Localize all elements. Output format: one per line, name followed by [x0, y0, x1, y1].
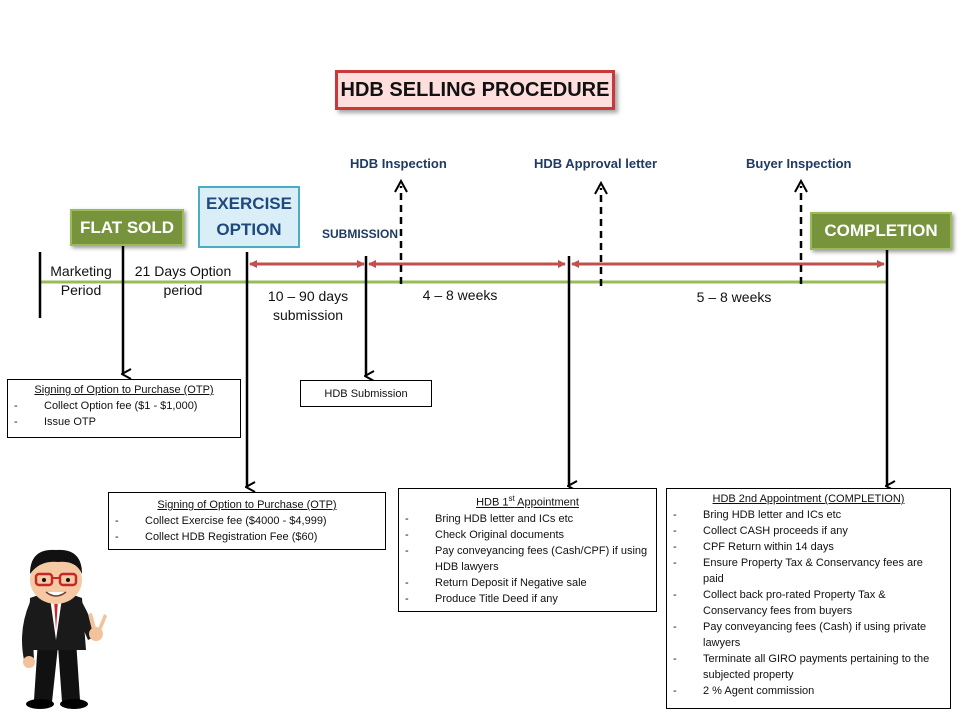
- first-appt-suffix: Appointment: [514, 496, 579, 509]
- otp-exercise-box: Signing of Option to Purchase (OTP) Coll…: [108, 492, 386, 550]
- otp-signing-title: Signing of Option to Purchase (OTP): [34, 384, 214, 396]
- list-item: Bring HDB letter and ICs etc: [405, 511, 650, 527]
- completion-label: COMPLETION: [824, 221, 938, 240]
- submission-line1: 10 – 90 days: [267, 288, 349, 304]
- title-text: HDB SELLING PROCEDURE: [340, 78, 610, 101]
- first-appt-sup: st: [508, 494, 515, 503]
- weeks-b-label: 5 – 8 weeks: [696, 289, 772, 305]
- buyer-inspection-label: Buyer Inspection: [746, 156, 852, 171]
- list-item: Check Original documents: [405, 527, 650, 543]
- list-item: Produce Title Deed if any: [405, 591, 650, 607]
- list-item: Pay conveyancing fees (Cash/CPF) if usin…: [405, 543, 650, 575]
- list-item: Collect HDB Registration Fee ($60): [115, 529, 379, 545]
- option-line2: period: [163, 282, 203, 298]
- page-title: HDB SELLING PROCEDURE: [335, 70, 615, 110]
- flat-sold-label: FLAT SOLD: [79, 217, 175, 237]
- option-line1: 21 Days Option: [134, 263, 232, 279]
- second-appointment-list: Bring HDB letter and ICs etc Collect CAS…: [673, 507, 944, 699]
- hdb-submission-box: HDB Submission: [300, 380, 432, 407]
- otp-exercise-title: Signing of Option to Purchase (OTP): [157, 499, 337, 511]
- hdb-inspection-label: HDB Inspection: [350, 156, 447, 171]
- list-item: Terminate all GIRO payments pertaining t…: [673, 651, 944, 683]
- hdb-approval-label: HDB Approval letter: [534, 156, 658, 171]
- list-item: 2 % Agent commission: [673, 683, 944, 699]
- completion-box: COMPLETION: [810, 212, 952, 250]
- flat-sold-box: FLAT SOLD: [70, 209, 184, 246]
- submission-line2: submission: [272, 307, 344, 323]
- list-item: Return Deposit if Negative sale: [405, 575, 650, 591]
- list-item: CPF Return within 14 days: [673, 539, 944, 555]
- otp-exercise-list: Collect Exercise fee ($4000 - $4,999) Co…: [115, 513, 379, 545]
- first-appt-prefix: HDB 1: [476, 496, 509, 509]
- list-item: Issue OTP: [14, 414, 234, 430]
- otp-signing-list: Collect Option fee ($1 - $1,000) Issue O…: [14, 398, 234, 430]
- exercise-label: EXERCISE: [206, 194, 292, 213]
- list-item: Collect Option fee ($1 - $1,000): [14, 398, 234, 414]
- submission-label: SUBMISSION: [322, 227, 399, 241]
- weeks-a-label: 4 – 8 weeks: [422, 287, 498, 303]
- first-appointment-list: Bring HDB letter and ICs etc Check Origi…: [405, 511, 650, 607]
- list-item: Ensure Property Tax & Conservancy fees a…: [673, 555, 944, 587]
- second-appointment-box: HDB 2nd Appointment (COMPLETION) Bring H…: [666, 488, 951, 709]
- marketing-period-label: Marketing Period: [44, 262, 118, 300]
- otp-signing-box: Signing of Option to Purchase (OTP) Coll…: [7, 379, 241, 438]
- exercise-option-box: EXERCISE OPTION: [198, 186, 300, 248]
- option-period-label: 21 Days Option period: [128, 262, 238, 300]
- second-appointment-title: HDB 2nd Appointment (COMPLETION): [712, 493, 905, 505]
- marketing-line2: Period: [60, 282, 102, 298]
- list-item: Bring HDB letter and ICs etc: [673, 507, 944, 523]
- list-item: Collect back pro-rated Property Tax & Co…: [673, 587, 944, 619]
- list-item: Collect CASH proceeds if any: [673, 523, 944, 539]
- marketing-line1: Marketing: [50, 263, 112, 279]
- first-appointment-box: HDB 1st Appointment Bring HDB letter and…: [398, 488, 657, 612]
- first-appointment-title: HDB 1st Appointment: [405, 491, 650, 511]
- option-label: OPTION: [216, 220, 282, 239]
- submission-period-label: 10 – 90 days submission: [256, 287, 360, 325]
- hdb-submission-title: HDB Submission: [324, 387, 408, 400]
- list-item: Collect Exercise fee ($4000 - $4,999): [115, 513, 379, 529]
- list-item: Pay conveyancing fees (Cash) if using pr…: [673, 619, 944, 651]
- agent-figure-illustration: [22, 549, 107, 709]
